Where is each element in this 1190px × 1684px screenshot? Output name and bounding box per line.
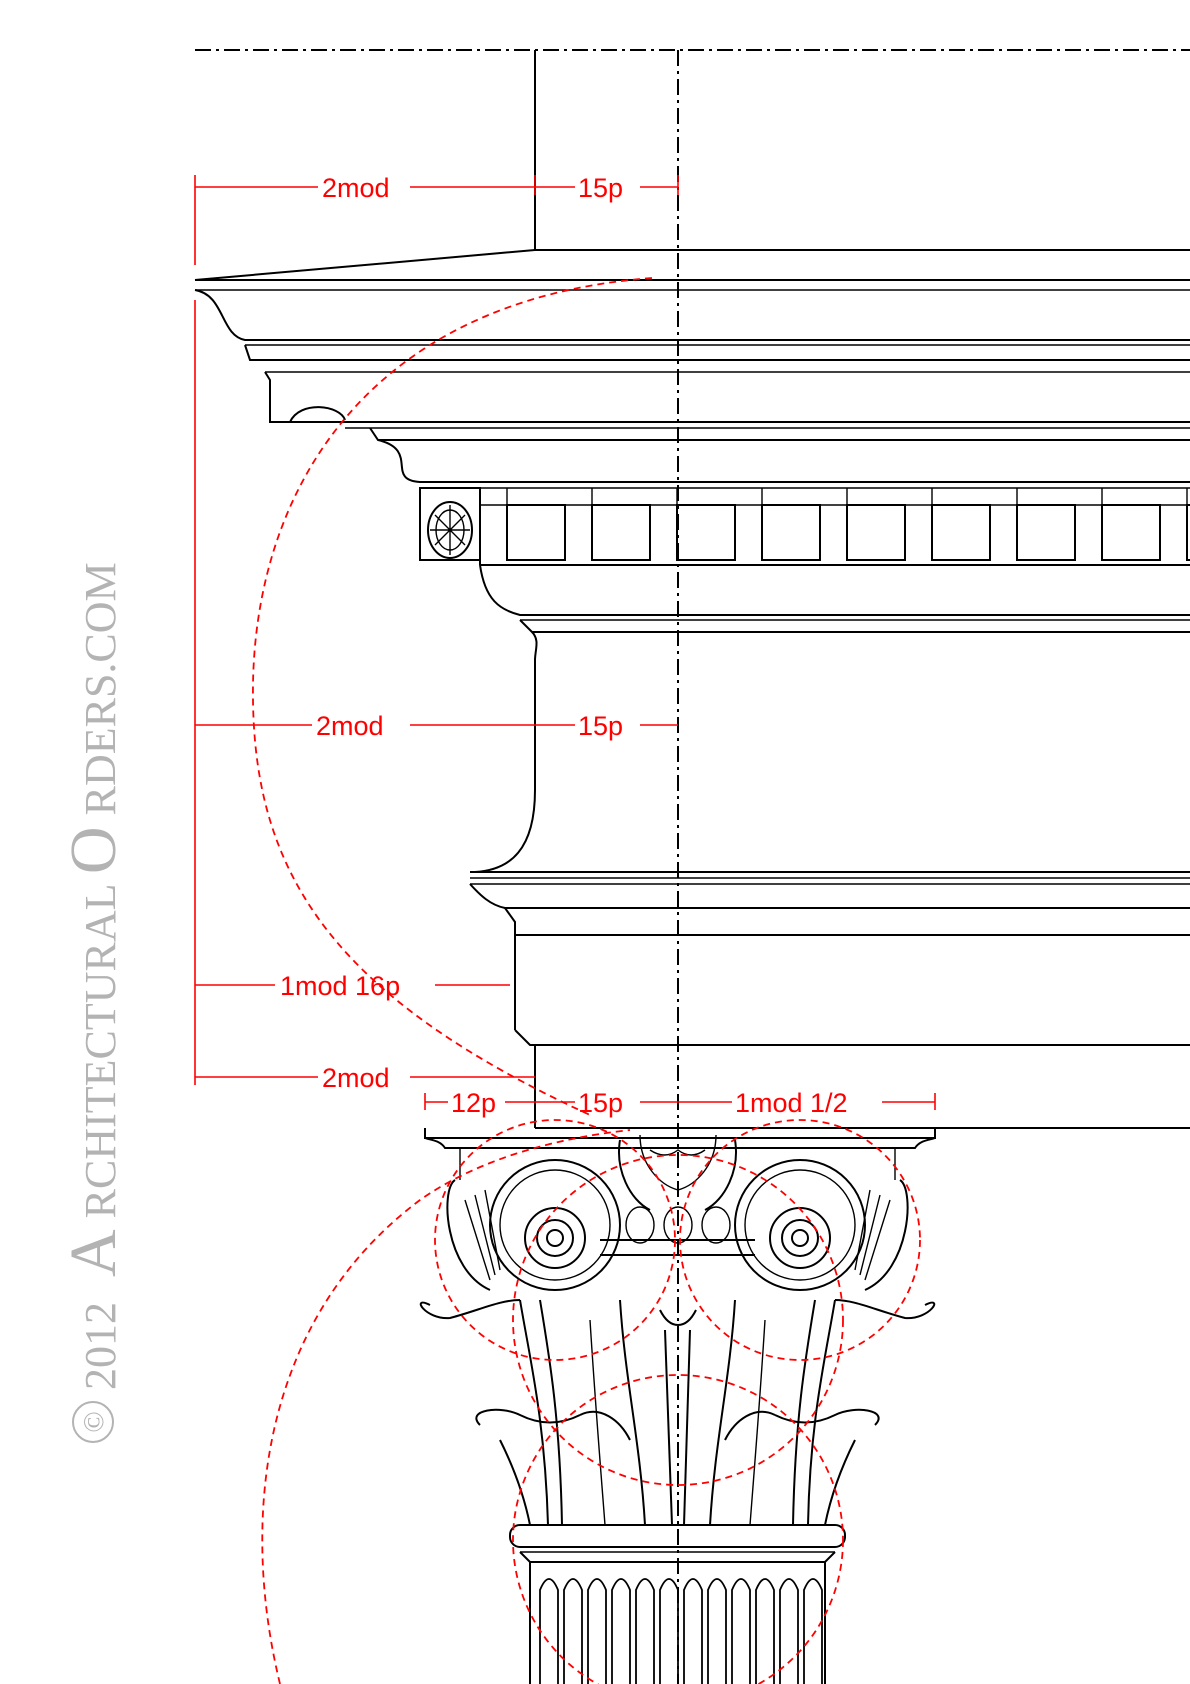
shaft-flute [659,1578,679,1684]
shaft-flute [755,1578,775,1684]
cornice [194,50,1190,489]
shaft-flute [539,1578,559,1684]
fluted-shaft [529,1562,826,1684]
dentil-block [676,504,736,561]
astragal [509,1524,846,1563]
architrave [514,935,1190,1129]
dentil-block [846,504,906,561]
rosette-ornament [419,487,481,561]
dim-frieze-projection: 2mod [316,711,384,741]
shaft-flute [611,1578,631,1684]
shaft-flute [779,1578,799,1684]
copyright-watermark: © 2012 A RCHITECTURAL O RDERS.COM [57,562,130,1443]
dentil-block [1186,504,1190,561]
shaft-flute [563,1578,583,1684]
dentil-block [1016,504,1076,561]
watermark-year: 2012 [76,1302,125,1390]
composite-capital [419,1134,936,1526]
shaft-flute [731,1578,751,1684]
copyright-circle-icon [72,1401,114,1443]
dim-cornice-projection: 2mod [322,173,390,203]
dimension-labels: 2mod 15p 2mod 15p 1mod 16p 2mod 12p 15p … [280,173,848,1118]
watermark-cap-a: A [57,1229,130,1277]
frieze [469,631,1190,936]
dim-architrave-projection: 1mod 16p [280,971,400,1001]
dim-abacus-12p: 12p [451,1088,496,1118]
svg-text:2012 A RCHITECTURA: 2012 A RCHITECTURAL O RDERS.COM [57,562,130,1390]
construction-circles [252,277,921,1684]
dim-abacus-half-width: 1mod 1/2 [735,1088,848,1118]
shaft-flute [707,1578,727,1684]
dim-frieze-half: 15p [578,711,623,741]
copyright-symbol: © [79,1411,110,1432]
dentil-block [591,504,651,561]
dentil-block [761,504,821,561]
dentil-block [1101,504,1161,561]
shaft-flute [635,1578,655,1684]
dim-cornice-half: 15p [578,173,623,203]
watermark-rest-2: RDERS.COM [76,562,125,815]
shaft-flute [803,1578,823,1684]
shaft-flute [683,1578,703,1684]
dentil-course [479,488,1190,566]
dim-abacus-projection: 2mod [322,1063,390,1093]
dentil-block [931,504,991,561]
watermark-rest-1: RCHITECTURAL [76,885,125,1218]
shaft-flute [587,1578,607,1684]
bed-moulding [479,564,1190,633]
watermark-cap-o: O [57,826,130,874]
dimension-lines [194,175,936,1110]
capital-abacus [424,1128,936,1180]
dim-abacus-15p: 15p [578,1088,623,1118]
dentil-block [506,504,566,561]
